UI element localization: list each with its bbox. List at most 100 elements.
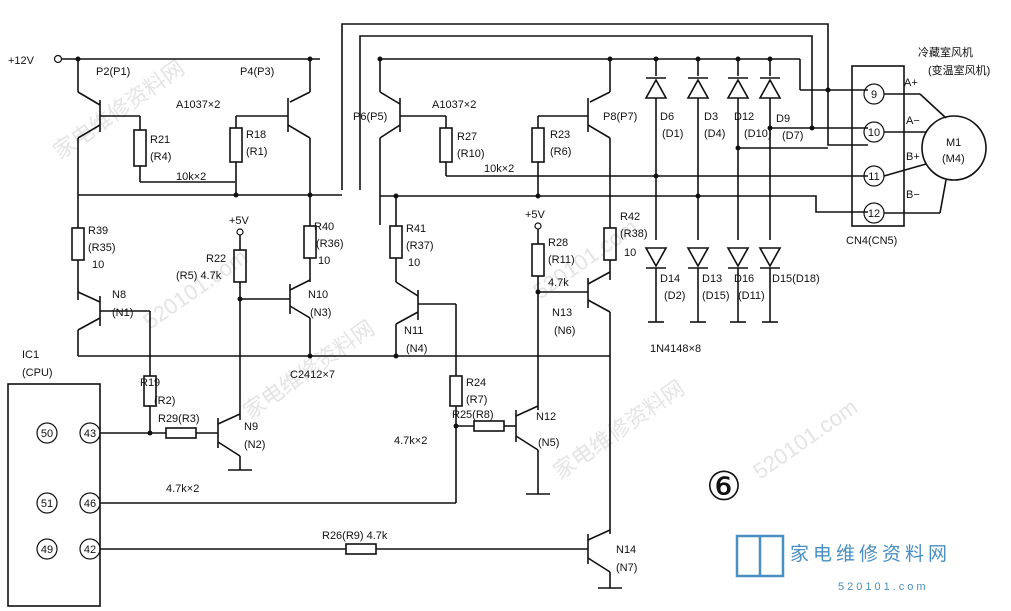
label-a1037-left: A1037×2 [176, 99, 220, 111]
label-10k-left: 10k×2 [176, 171, 206, 183]
label-r28v: 4.7k [548, 277, 569, 289]
label-r25: R25(R8) [452, 409, 494, 421]
cpu-pin-43: 43 [84, 428, 96, 440]
supply-rail: +12V [8, 54, 800, 106]
label-d9: D9 [776, 113, 790, 125]
cn-pin-9: 9 [871, 89, 877, 101]
transistor-n11: N11 (N4) [395, 281, 457, 376]
label-r27b: (R10) [457, 148, 485, 160]
figure-number: ⑥ [706, 465, 742, 509]
transistor-p2: P2(P1) [77, 66, 140, 195]
label-d16: D16 [734, 273, 754, 285]
brand-url: 520101.com [838, 581, 929, 593]
label-n12b: (N5) [538, 437, 559, 449]
label-a-plus: A+ [904, 77, 918, 89]
label-r41: R41 [406, 223, 426, 235]
label-r18b: (R1) [246, 146, 267, 158]
label-d14b: (D2) [664, 290, 685, 302]
ic1-cpu: IC1 (CPU) 50 43 51 46 49 42 [7, 349, 101, 607]
resistor-r22: +5V R22 (R5) 4.7k [176, 215, 250, 420]
label-plus5v-left: +5V [229, 215, 250, 227]
label-p2: P2(P1) [96, 66, 130, 78]
label-r40: R40 [314, 221, 334, 233]
label-p6: P6(P5) [353, 111, 387, 123]
label-n13: N13 [552, 307, 572, 319]
label-r39b: (R35) [88, 242, 116, 254]
label-n9b: (N2) [244, 439, 265, 451]
resistor-r26: R26(R9) 4.7k [100, 530, 588, 555]
label-n12: N12 [536, 411, 556, 423]
resistor-r21: R21 (R4) [133, 116, 235, 183]
label-d6b: (D1) [662, 128, 683, 140]
resistor-r19: R19 (R2) [140, 375, 175, 434]
label-a1037-right: A1037×2 [432, 99, 476, 111]
resistor-r24: R24 (R7) [449, 375, 487, 503]
motor-feed-lines [341, 23, 868, 190]
label-d12: D12 [734, 111, 754, 123]
label-r42: R42 [620, 211, 640, 223]
label-cn4: CN4(CN5) [846, 235, 897, 247]
transistor-n13: N13 (N6) [538, 271, 611, 356]
label-d13b: (D15) [702, 290, 730, 302]
label-r19: R19 [140, 377, 160, 389]
label-d12b: (D10) [744, 128, 772, 140]
label-1n4148: 1N4148×8 [650, 343, 701, 355]
label-r18: R18 [246, 129, 266, 141]
label-d16b: (D11) [738, 290, 765, 302]
cpu-pin-51: 51 [41, 498, 53, 510]
label-n11b: (N4) [406, 343, 427, 355]
transistor-n14: N14 (N7) [587, 529, 637, 589]
label-r29: R29(R3) [158, 413, 200, 425]
label-4k7-mid: 4.7k×2 [394, 435, 427, 447]
resistor-r39: R39 (R35) 10 [71, 195, 116, 300]
transistor-n9: N9 (N2) [217, 413, 265, 471]
label-d13: D13 [702, 273, 722, 285]
diode-bank: D6 (D1) D3 (D4) D12 (D10) D9 (D7) [644, 56, 868, 355]
watermark-text: 520101.com [139, 244, 253, 334]
label-d14: D14 [660, 273, 680, 285]
label-motorb: (M4) [942, 153, 965, 165]
label-r39v: 10 [92, 259, 104, 271]
cn-pin-11: 11 [868, 171, 879, 183]
label-b-plus: B+ [906, 151, 920, 163]
label-fan-title2: (变温室风机) [928, 63, 990, 77]
cpu-pin-46: 46 [84, 498, 96, 510]
connector-cn4: 9 10 11 12 CN4(CN5) [846, 65, 905, 247]
resistor-r28: +5V R28 (R11) 4.7k [525, 209, 575, 410]
transistor-n10: N10 (N3) [240, 279, 331, 356]
resistor-r18: R18 (R1) 10k×2 [176, 116, 267, 195]
watermark-text: 家电维修资料网 [549, 375, 690, 484]
label-r42v: 10 [624, 247, 636, 259]
resistor-r27: R27 (R10) 10k×2 [439, 116, 868, 177]
watermark-text: 520101.com [749, 394, 863, 484]
resistor-r23: R23 (R6) [531, 116, 571, 196]
label-r21b: (R4) [150, 151, 171, 163]
label-n13b: (N6) [554, 325, 575, 337]
transistor-p8: P8(P7) [538, 98, 637, 224]
transistor-n12: N12 (N5) [515, 405, 559, 495]
label-n14b: (N7) [616, 562, 637, 574]
label-n14: N14 [616, 544, 636, 556]
label-motor: M1 [946, 137, 961, 149]
resistor-r25: R25(R8) 4.7k×2 [394, 409, 516, 447]
label-n11: N11 [404, 325, 423, 337]
cpu-pin-42: 42 [84, 544, 96, 556]
motor-m1: M1 (M4) A+ A− B+ B− 冷藏室风机 (变温室风机) [883, 45, 990, 214]
cn-pin-10: 10 [868, 127, 880, 139]
resistor-r41: R41 (R37) 10 [389, 196, 434, 282]
transistor-p6: P6(P5) A1037×2 [353, 98, 476, 225]
label-r41b: (R37) [406, 240, 434, 252]
brand-logo: 家电维修资料网 520101.com [735, 534, 947, 593]
label-r23: R23 [550, 129, 570, 141]
label-n8: N8 [112, 289, 126, 301]
label-4k7-low: 4.7k×2 [166, 483, 199, 495]
label-p8: P8(P7) [603, 111, 637, 123]
label-r19b: (R2) [154, 395, 175, 407]
label-p4: P4(P3) [240, 66, 274, 78]
label-d6: D6 [660, 111, 674, 123]
label-d3: D3 [704, 111, 718, 123]
label-plus5v-right: +5V [525, 209, 546, 221]
label-r28: R28 [548, 237, 568, 249]
resistor-r42: R42 (R38) 10 [603, 211, 648, 280]
